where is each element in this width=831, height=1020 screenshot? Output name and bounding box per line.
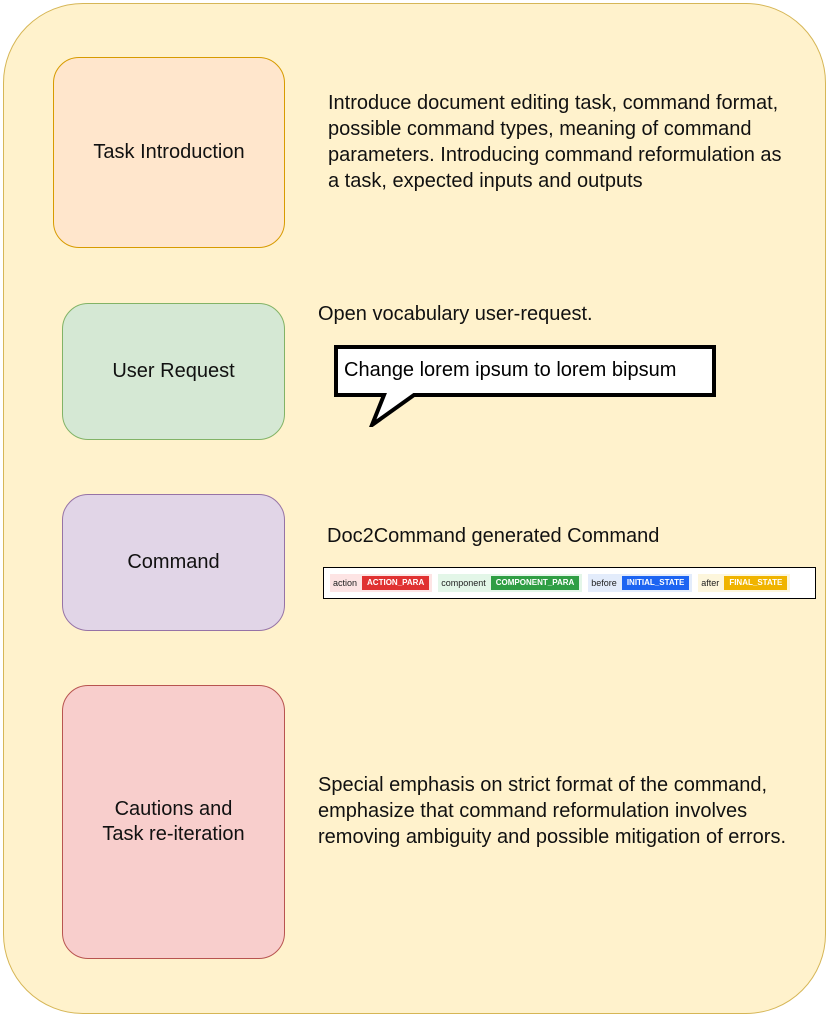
param-tag: FINAL_STATE — [724, 576, 788, 590]
speech-bubble: Change lorem ipsum to lorem bipsum — [334, 345, 716, 427]
task-introduction-box: Task Introduction — [53, 57, 285, 248]
param-key: after — [701, 578, 720, 588]
param-key: action — [333, 578, 358, 588]
command-param-after: after FINAL_STATE — [698, 574, 791, 592]
cautions-box: Cautions and Task re-iteration — [62, 685, 285, 959]
command-param-before: before INITIAL_STATE — [588, 574, 693, 592]
param-tag: COMPONENT_PARA — [490, 576, 580, 590]
user-request-box: User Request — [62, 303, 285, 440]
command-box: Command — [62, 494, 285, 631]
speech-bubble-text: Change lorem ipsum to lorem bipsum — [344, 359, 677, 381]
param-tag: INITIAL_STATE — [621, 576, 690, 590]
command-description: Doc2Command generated Command — [327, 525, 660, 547]
param-tag: ACTION_PARA — [362, 576, 430, 590]
cautions-label-line2: Task re-iteration — [102, 823, 245, 845]
user-request-label: User Request — [112, 360, 235, 382]
user-request-description: Open vocabulary user-request. — [318, 303, 593, 325]
command-param-component: component COMPONENT_PARA — [438, 574, 583, 592]
param-key: before — [591, 578, 617, 588]
task-introduction-description: Introduce document editing task, command… — [328, 92, 782, 192]
task-introduction-label: Task Introduction — [93, 141, 245, 163]
param-key: component — [441, 578, 486, 588]
command-format-strip: action ACTION_PARA component COMPONENT_P… — [323, 567, 816, 599]
cautions-label-line1: Cautions and — [114, 798, 233, 820]
cautions-description: Special emphasis on strict format of the… — [318, 774, 786, 848]
speech-bubble-shape — [334, 345, 716, 427]
command-param-action: action ACTION_PARA — [330, 574, 433, 592]
command-label: Command — [127, 551, 220, 573]
